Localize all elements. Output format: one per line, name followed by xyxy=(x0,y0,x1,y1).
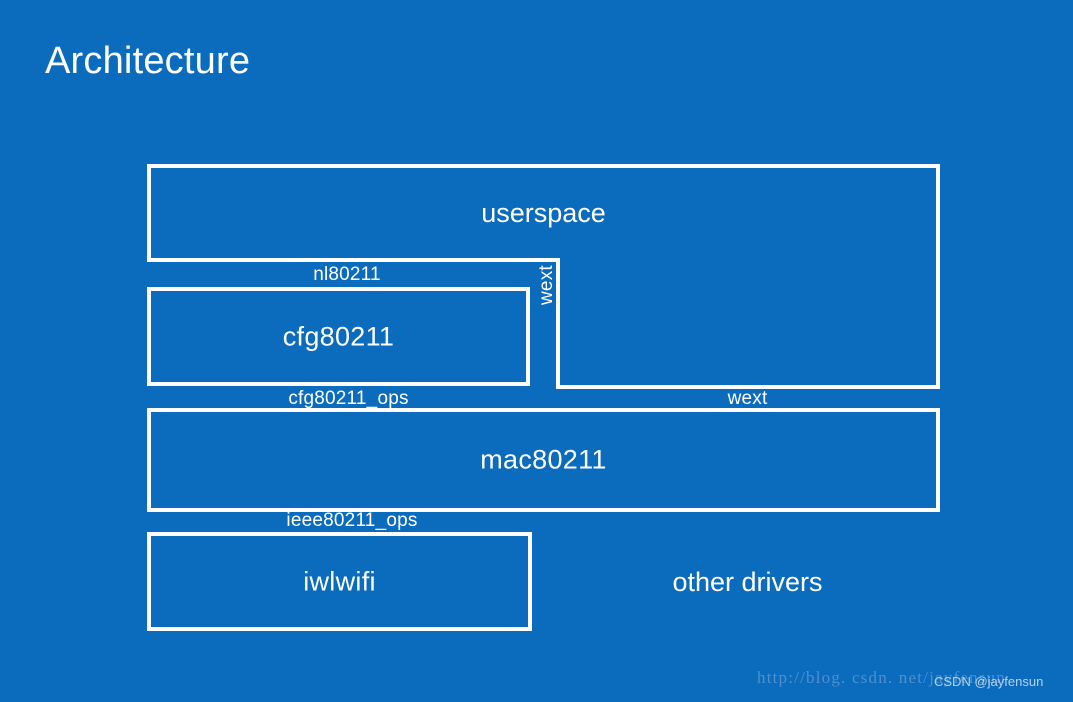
page-title: Architecture xyxy=(45,40,251,82)
label-other-drivers: other drivers xyxy=(672,567,823,597)
box-label-userspace: userspace xyxy=(481,198,606,228)
box-label-iwlwifi: iwlwifi xyxy=(303,566,376,596)
userspace-edge-top xyxy=(147,164,940,168)
userspace-edge-notch-horizontal xyxy=(147,258,560,262)
userspace-edge-bottom xyxy=(556,385,940,389)
userspace-edge-notch-vertical xyxy=(556,258,560,389)
connector-label-cfg80211-ops: cfg80211_ops xyxy=(288,388,409,409)
connector-label-wext-right: wext xyxy=(727,388,768,409)
userspace-edge-right xyxy=(936,164,940,389)
box-iwlwifi[interactable]: iwlwifi xyxy=(147,532,532,631)
box-cfg80211[interactable]: cfg80211 xyxy=(147,287,530,386)
connector-label-ieee80211-ops: ieee80211_ops xyxy=(286,510,418,531)
box-userspace[interactable] xyxy=(147,164,940,389)
box-label-mac80211: mac80211 xyxy=(480,444,607,475)
box-label-cfg80211: cfg80211 xyxy=(282,321,395,351)
watermark-url: http://blog. csdn. net/jayfensun xyxy=(757,668,1006,687)
userspace-edge-left xyxy=(147,164,151,262)
connector-label-wext-vertical: wext xyxy=(536,265,557,305)
watermark-csdn: CSDN @jayfensun xyxy=(934,674,1044,689)
box-mac80211[interactable]: mac80211 xyxy=(147,408,940,512)
connector-label-nl80211: nl80211 xyxy=(313,264,381,285)
